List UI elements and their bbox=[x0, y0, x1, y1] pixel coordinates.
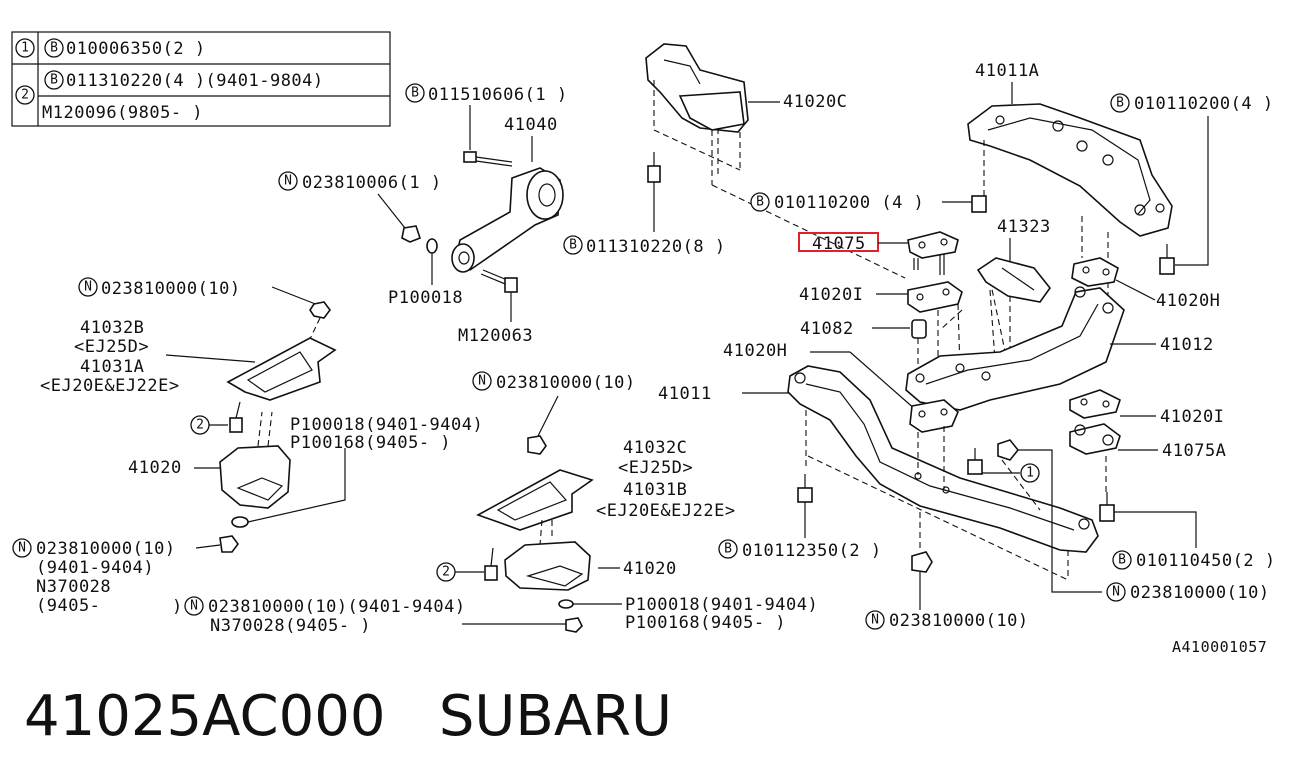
svg-text:N: N bbox=[84, 280, 92, 295]
svg-text:1: 1 bbox=[1026, 466, 1034, 481]
label-41012: 41012 bbox=[1160, 335, 1214, 355]
mount-right-side: 41020H 41012 41020I 41075A B 010110450(2… bbox=[905, 257, 1276, 571]
svg-text:N: N bbox=[1112, 585, 1120, 600]
bolt-mark-text: B bbox=[50, 41, 58, 56]
svg-text:N: N bbox=[18, 541, 26, 556]
label-023810000-b: 023810000(10) bbox=[36, 539, 176, 559]
label-paren: ) bbox=[172, 597, 183, 617]
label-023810000-c: 023810000(10)(9401-9404) bbox=[208, 597, 466, 617]
label-P100018-range: P100018(9401-9404) bbox=[290, 415, 483, 435]
label-41032C: 41032C bbox=[623, 438, 687, 458]
svg-text:B: B bbox=[411, 86, 419, 101]
label-P100018-range-b: P100018(9401-9404) bbox=[625, 595, 818, 615]
label-41031A: 41031A bbox=[80, 357, 144, 377]
label-41020I-b: 41020I bbox=[1160, 407, 1224, 427]
center-plates: B 010110200 (4 ) 41075 41020I 41082 bbox=[750, 192, 1011, 400]
label-41020-b: 41020 bbox=[623, 559, 677, 579]
label-41031B: 41031B bbox=[623, 480, 687, 500]
label-023810000-e: 023810000(10) bbox=[1130, 583, 1270, 603]
legend-row-1-text: 010006350(2 ) bbox=[66, 39, 206, 59]
label-P100168-range-b: P100168(9405- ) bbox=[625, 613, 786, 633]
svg-text:N: N bbox=[871, 613, 879, 628]
svg-text:B: B bbox=[724, 542, 732, 557]
label-P100168-range: P100168(9405- ) bbox=[290, 433, 451, 453]
svg-text:B: B bbox=[756, 195, 764, 210]
part-number: 41025AC000 bbox=[24, 684, 386, 749]
brand-name: SUBARU bbox=[438, 684, 673, 749]
bolt-mark bbox=[44, 70, 64, 90]
left-mount-group: N 023810000(10) 41032B <EJ25D> 41031A <E… bbox=[12, 277, 483, 616]
label-023810000-f: 023810000(10) bbox=[889, 611, 1029, 631]
label-010110200-a: 010110200 (4 ) bbox=[774, 193, 924, 213]
label-41011A: 41011A bbox=[975, 61, 1039, 81]
cover-41323: 41323 bbox=[976, 217, 1052, 361]
callout-1-marker bbox=[15, 38, 35, 58]
svg-text:N: N bbox=[478, 374, 486, 389]
svg-text:2: 2 bbox=[442, 565, 450, 580]
label-023810000-a: 023810000(10) bbox=[101, 279, 241, 299]
crossmember-41011: 41011 41020H 1 B 010112350(2 bbox=[658, 341, 1270, 631]
callout-2-marker bbox=[15, 85, 35, 105]
svg-text:N: N bbox=[284, 174, 292, 189]
label-010110200-b: 010110200(4 ) bbox=[1134, 94, 1274, 114]
label-41020H-a: 41020H bbox=[723, 341, 787, 361]
label-023810006: 023810006(1 ) bbox=[302, 173, 442, 193]
torque-rod-assembly: B 011510606(1 ) 41040 N 023810006(1 ) P1… bbox=[278, 83, 568, 346]
label-41075A: 41075A bbox=[1162, 441, 1226, 461]
label-41011: 41011 bbox=[658, 384, 712, 404]
callout-1-text: 1 bbox=[21, 41, 29, 56]
label-41040: 41040 bbox=[504, 115, 558, 135]
center-mount-group: N 023810000(10) 41032C <EJ25D> 41031B <E… bbox=[172, 371, 818, 636]
bolt-mark-text: B bbox=[50, 73, 58, 88]
svg-text:B: B bbox=[1116, 96, 1124, 111]
label-41075: 41075 bbox=[812, 234, 866, 254]
label-EJ20E-a: <EJ20E&EJ22E> bbox=[40, 376, 180, 396]
label-M120063: M120063 bbox=[458, 326, 533, 346]
label-010112350: 010112350(2 ) bbox=[742, 541, 882, 561]
label-41020C: 41020C bbox=[783, 92, 847, 112]
label-EJ20E-b: <EJ20E&EJ22E> bbox=[596, 501, 736, 521]
label-023810000-d: 023810000(10) bbox=[496, 373, 636, 393]
label-41020-a: 41020 bbox=[128, 458, 182, 478]
label-010110450: 010110450(2 ) bbox=[1136, 551, 1276, 571]
label-41020I-a: 41020I bbox=[799, 285, 863, 305]
label-41082: 41082 bbox=[800, 319, 854, 339]
label-range-9401-9404: (9401-9404) bbox=[36, 558, 154, 578]
label-range-9405: (9405- bbox=[36, 596, 100, 616]
legend-row-2-text: 011310220(4 )(9401-9804) bbox=[66, 71, 324, 91]
label-P100018: P100018 bbox=[388, 288, 463, 308]
part-caption: 41025AC000 SUBARU bbox=[24, 684, 672, 749]
callout-2-text: 2 bbox=[21, 88, 29, 103]
svg-text:N: N bbox=[190, 599, 198, 614]
highlight-41075 bbox=[798, 232, 879, 252]
legend-row-3-text: M120096(9805- ) bbox=[42, 103, 203, 123]
svg-text:B: B bbox=[1118, 553, 1126, 568]
label-EJ25D-b: <EJ25D> bbox=[618, 458, 693, 478]
svg-text:2: 2 bbox=[196, 418, 204, 433]
label-EJ25D-a: <EJ25D> bbox=[74, 337, 149, 357]
diagram-id: A410001057 bbox=[1172, 638, 1267, 656]
label-41323: 41323 bbox=[997, 217, 1051, 237]
label-011510606: 011510606(1 ) bbox=[428, 85, 568, 105]
legend-table: 1 2 B 010006350(2 ) B 011310220(4 )(9401… bbox=[11, 31, 391, 127]
label-41032B: 41032B bbox=[80, 318, 144, 338]
bracket-41020C: 41020C B 011310220(8 ) bbox=[563, 43, 906, 279]
label-N370028-range: N370028(9405- ) bbox=[210, 616, 371, 636]
svg-text:B: B bbox=[569, 238, 577, 253]
bolt-mark bbox=[44, 38, 64, 58]
crossmember-41011A: 41011A B 010110200(4 ) bbox=[967, 61, 1274, 300]
label-011310220: 011310220(8 ) bbox=[586, 237, 726, 257]
label-N370028: N370028 bbox=[36, 577, 111, 597]
label-41020H-b: 41020H bbox=[1156, 291, 1220, 311]
